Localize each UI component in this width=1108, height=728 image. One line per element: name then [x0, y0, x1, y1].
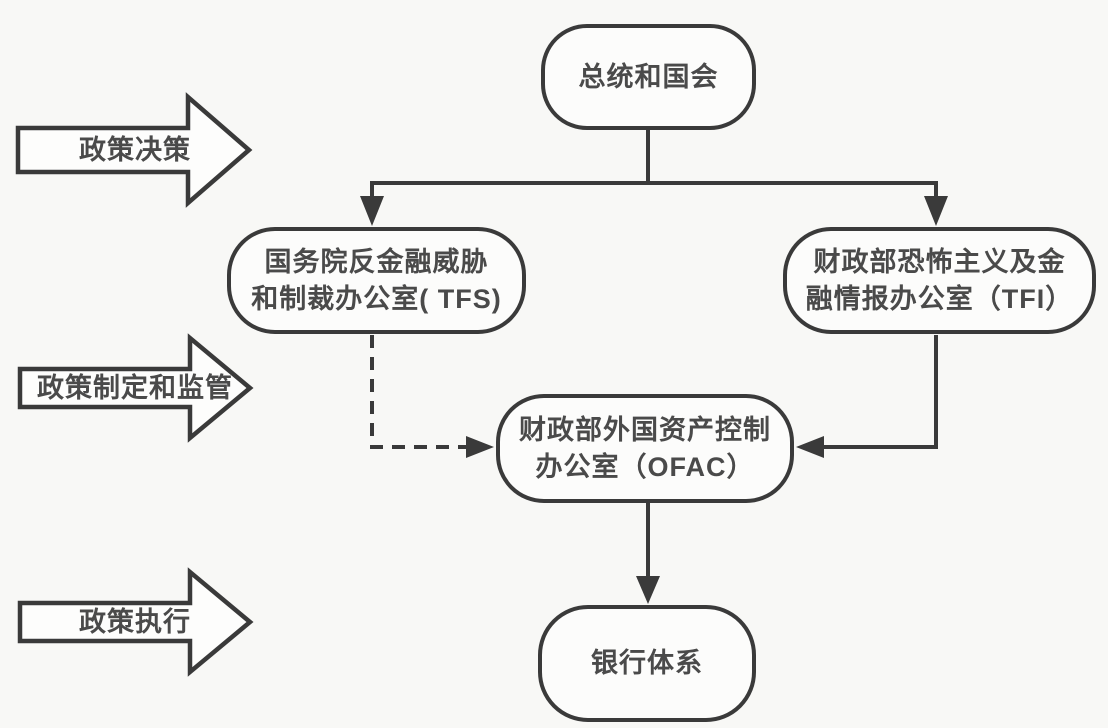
- node-ofac-label-line2: 办公室（OFAC）: [535, 451, 755, 482]
- node-ofac-label-line1: 财政部外国资产控制: [519, 414, 771, 445]
- arrowhead-right-ofac-icon: [466, 436, 494, 458]
- arrowhead-left-ofac-icon: [796, 436, 824, 458]
- stage-label-policy-making-supervision: 政策制定和监管: [37, 373, 233, 403]
- arrowhead-down-tfi-icon: [924, 196, 948, 226]
- node-tfs: 国务院反金融威胁 和制裁办公室( TFS): [227, 227, 526, 334]
- node-tfs-label-line1: 国务院反金融威胁: [264, 246, 489, 277]
- connector-tfi-ofac: [822, 335, 938, 449]
- arrowhead-down-tfs-icon: [360, 196, 384, 226]
- node-tfi-label-line2: 融情报办公室（TFI）: [805, 283, 1074, 314]
- node-president-congress: 总统和国会: [541, 24, 756, 130]
- stage-label-policy-decision: 政策决策: [79, 135, 191, 165]
- node-tfs-label-line2: 和制裁办公室( TFS): [251, 283, 502, 314]
- node-tfi-label-line1: 财政部恐怖主义及金: [813, 246, 1066, 277]
- stage-label-policy-enforcement: 政策执行: [79, 607, 191, 637]
- node-banking-system-label: 银行体系: [591, 648, 703, 678]
- node-president-congress-label: 总统和国会: [578, 61, 719, 92]
- stage-arrow-policy-enforcement-icon: [17, 567, 254, 677]
- node-banking-system: 银行体系: [538, 605, 756, 722]
- connector-president-split: [370, 181, 938, 198]
- arrowhead-down-bank-icon: [636, 576, 660, 604]
- connector-tfs-ofac-dashed: [370, 335, 466, 449]
- node-ofac: 财政部外国资产控制 办公室（OFAC）: [496, 394, 794, 503]
- node-tfi: 财政部恐怖主义及金 融情报办公室（TFI）: [783, 227, 1096, 334]
- stage-arrow-policy-decision-icon: [15, 92, 253, 208]
- stage-arrow-policy-making-icon: [17, 333, 254, 443]
